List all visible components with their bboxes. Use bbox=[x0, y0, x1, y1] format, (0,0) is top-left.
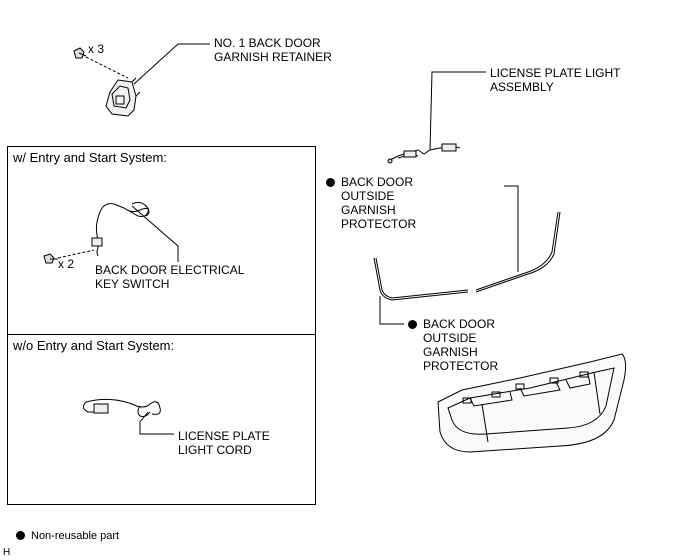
retainer-screw-icon bbox=[73, 47, 87, 59]
key-switch-drawing bbox=[91, 201, 150, 257]
garnish-protector-drawing bbox=[373, 211, 561, 301]
license-plate-light-cord-label: LICENSE PLATE LIGHT CORD bbox=[178, 429, 270, 457]
legend: Non-reusable part bbox=[16, 515, 119, 543]
back-door-garnish-drawing bbox=[437, 353, 627, 453]
key-switch-qty-label: x 2 bbox=[58, 257, 75, 271]
with-entry-system-title: w/ Entry and Start System: bbox=[13, 150, 167, 165]
license-plate-light-cord-drawing bbox=[82, 398, 161, 417]
non-reusable-marker-icon bbox=[326, 178, 335, 187]
non-reusable-marker-icon bbox=[408, 320, 417, 329]
retainer-clip-drawing bbox=[105, 77, 141, 117]
without-entry-system-title: w/o Entry and Start System: bbox=[13, 338, 175, 353]
license-plate-light-assembly-drawing bbox=[387, 143, 461, 164]
retainer-qty-label: x 3 bbox=[88, 42, 105, 56]
legend-text: Non-reusable part bbox=[31, 530, 120, 542]
key-switch-screw-icon bbox=[43, 253, 58, 264]
retainer-label: NO. 1 BACK DOOR GARNISH RETAINER bbox=[214, 36, 332, 64]
garnish-protector-upper-label: BACK DOOR OUTSIDE GARNISH PROTECTOR bbox=[326, 175, 416, 231]
key-switch-label: BACK DOOR ELECTRICAL KEY SWITCH bbox=[95, 263, 245, 291]
without-entry-system-box bbox=[7, 334, 316, 505]
corner-code: H bbox=[3, 547, 11, 558]
non-reusable-marker-icon bbox=[16, 531, 25, 540]
license-plate-light-assembly-label: LICENSE PLATE LIGHT ASSEMBLY bbox=[490, 66, 621, 94]
garnish-protector-lower-label: BACK DOOR OUTSIDE GARNISH PROTECTOR bbox=[408, 317, 498, 373]
